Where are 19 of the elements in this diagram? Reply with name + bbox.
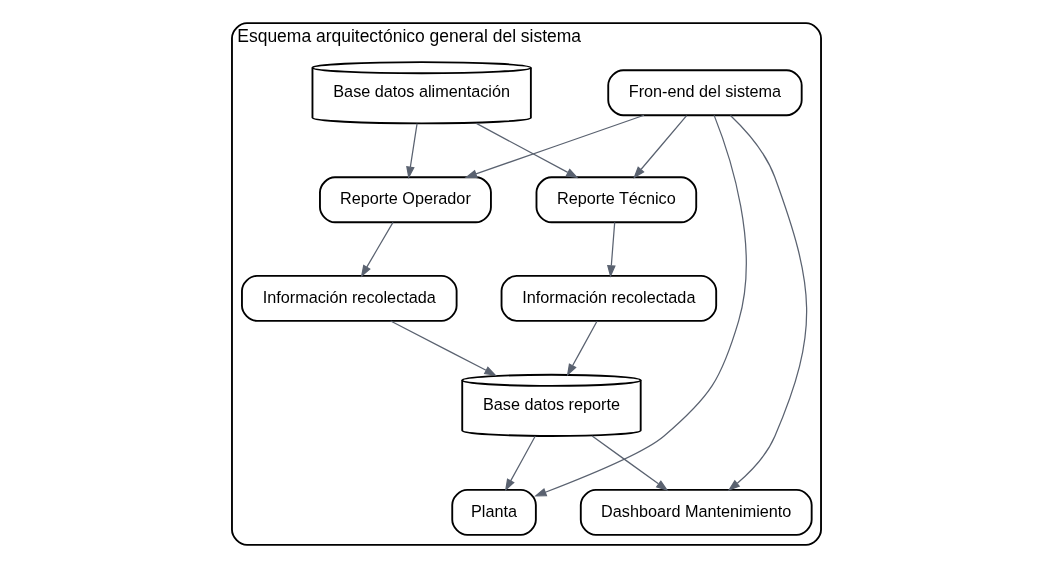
node-box: Reporte Operador: [318, 176, 492, 224]
node-box: Dashboard Mantenimiento: [579, 489, 813, 536]
arrow: [504, 435, 536, 492]
node-box: Información recolectada: [240, 274, 458, 322]
arrow: [606, 221, 616, 278]
arrow: [566, 320, 598, 377]
node-box: Información recolectada: [500, 274, 717, 322]
arrow: [533, 114, 747, 497]
arrow: [360, 221, 394, 278]
arrow: [475, 122, 578, 179]
node-box: Fron-end del sistema: [606, 69, 803, 117]
arrow: [591, 435, 668, 491]
arrow: [727, 114, 807, 491]
arrow: [632, 115, 687, 179]
arrow: [464, 114, 645, 178]
arrow: [389, 320, 497, 376]
arrow: [405, 123, 418, 179]
node-box: Reporte Técnico: [535, 176, 697, 224]
node-box: Planta: [450, 489, 537, 536]
